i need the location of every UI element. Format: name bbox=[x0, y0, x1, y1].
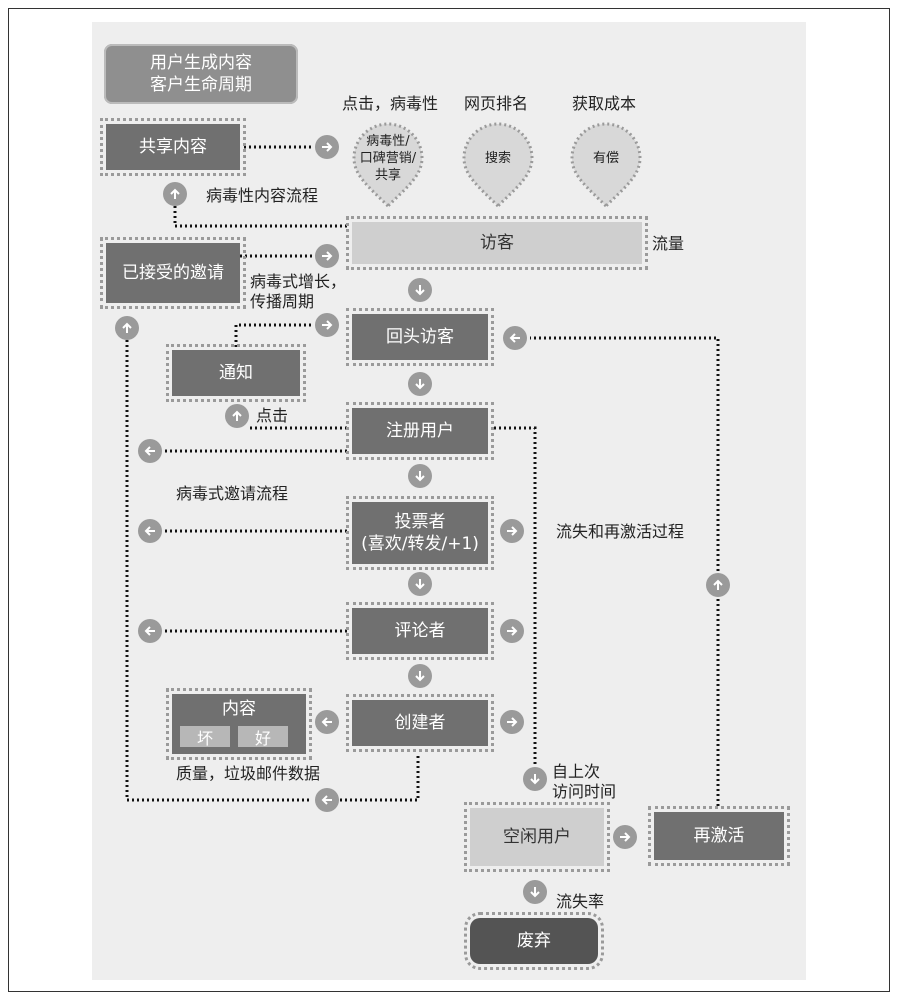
viral-growth-label-line1: 病毒式增长， bbox=[250, 272, 347, 291]
arrow-left-icon bbox=[315, 788, 339, 812]
bad-chip: 坏 bbox=[180, 726, 230, 748]
notification-label: 通知 bbox=[219, 363, 253, 383]
visitor-box: 访客 bbox=[346, 216, 648, 270]
idle-user-box: 空闲用户 bbox=[464, 802, 610, 872]
search-drop-shape bbox=[462, 122, 534, 209]
return-visitor-box: 回头访客 bbox=[346, 308, 494, 366]
connector-creator-to-loop bbox=[340, 755, 420, 802]
content-label: 内容 bbox=[222, 699, 256, 719]
connector-register-to-idle bbox=[494, 426, 537, 765]
arrow-left-icon bbox=[138, 619, 162, 643]
arrow-down-icon bbox=[408, 464, 432, 488]
share-content-box: 共享内容 bbox=[100, 118, 246, 176]
viral-drop-text: 病毒性/ 口碑营销/ 共享 bbox=[352, 133, 424, 184]
share-content-label: 共享内容 bbox=[139, 137, 207, 157]
paid-drop-text: 有偿 bbox=[592, 151, 619, 166]
title-line1: 用户生成内容 bbox=[150, 53, 252, 73]
paid-heading: 获取成本 bbox=[572, 94, 637, 113]
idle-user-label: 空闲用户 bbox=[503, 827, 571, 847]
abandon-box: 废弃 bbox=[464, 912, 604, 970]
arrow-right-icon bbox=[315, 244, 339, 268]
arrow-right-icon bbox=[613, 825, 637, 849]
connector-invite-loop bbox=[125, 340, 312, 802]
churn-reactivation-label: 流失和再激活过程 bbox=[556, 522, 685, 541]
voter-sublabel: (喜欢/转发/+1) bbox=[361, 534, 479, 554]
title-badge: 用户生成内容 客户生命周期 bbox=[104, 44, 298, 104]
arrow-left-icon bbox=[315, 710, 339, 734]
creator-label: 创建者 bbox=[394, 713, 446, 733]
connector-notice-to-return bbox=[234, 323, 312, 352]
commenter-box: 评论者 bbox=[346, 602, 494, 660]
accepted-invites-label: 已接受的邀请 bbox=[122, 263, 224, 283]
search-drop-text: 搜索 bbox=[484, 151, 511, 166]
viral-heading: 点击，病毒性 bbox=[342, 94, 439, 113]
return-visitor-label: 回头访客 bbox=[386, 327, 454, 347]
registered-user-box: 注册用户 bbox=[346, 402, 494, 460]
arrow-right-icon bbox=[500, 619, 524, 643]
arrow-right-icon bbox=[500, 710, 524, 734]
arrow-left-icon bbox=[503, 326, 527, 350]
arrow-up-icon bbox=[115, 316, 139, 340]
arrow-down-icon bbox=[408, 664, 432, 688]
since-last-visit-line2: 访问时间 bbox=[552, 782, 617, 801]
arrow-right-icon bbox=[500, 519, 524, 543]
abandon-label: 废弃 bbox=[517, 931, 551, 951]
voter-label: 投票者 bbox=[394, 512, 446, 532]
figure-frame bbox=[8, 8, 890, 992]
viral-content-flow-label: 病毒性内容流程 bbox=[206, 186, 319, 205]
churn-rate-label: 流失率 bbox=[556, 892, 605, 911]
arrow-down-icon bbox=[408, 278, 432, 302]
connector-reactivate-to-return bbox=[530, 336, 720, 806]
notification-box: 通知 bbox=[166, 344, 306, 402]
search-heading: 网页排名 bbox=[464, 94, 529, 113]
good-chip: 好 bbox=[238, 726, 288, 748]
viral-drop-line3: 共享 bbox=[374, 168, 401, 183]
creator-box: 创建者 bbox=[346, 694, 494, 752]
click-label: 点击 bbox=[256, 406, 289, 425]
paid-drop-shape bbox=[570, 122, 642, 209]
arrow-down-icon bbox=[523, 880, 547, 904]
viral-drop-shape bbox=[352, 122, 424, 209]
arrow-left-icon bbox=[138, 519, 162, 543]
arrow-down-icon bbox=[408, 372, 432, 396]
registered-user-label: 注册用户 bbox=[386, 421, 454, 441]
since-last-visit-line1: 自上次 bbox=[552, 762, 601, 781]
arrow-up-icon bbox=[225, 404, 249, 428]
arrow-up-icon bbox=[163, 182, 187, 206]
reactivate-box: 再激活 bbox=[648, 806, 790, 866]
traffic-label: 流量 bbox=[652, 234, 685, 253]
arrow-down-icon bbox=[523, 767, 547, 791]
arrow-down-icon bbox=[408, 572, 432, 596]
viral-growth-label-line2: 传播周期 bbox=[250, 292, 315, 311]
reactivate-label: 再激活 bbox=[693, 826, 745, 846]
arrow-right-icon bbox=[315, 313, 339, 337]
accepted-invites-box: 已接受的邀请 bbox=[100, 237, 246, 309]
title-line2: 客户生命周期 bbox=[150, 75, 252, 95]
visitor-label: 访客 bbox=[480, 233, 514, 253]
connector-visitor-to-share bbox=[173, 206, 350, 228]
viral-drop-line1: 病毒性/ bbox=[366, 134, 410, 149]
viral-drop-line2: 口碑营销/ bbox=[359, 151, 417, 166]
voter-box: 投票者 (喜欢/转发/+1) bbox=[346, 496, 494, 570]
arrow-left-icon bbox=[138, 439, 162, 463]
viral-invite-flow-label: 病毒式邀请流程 bbox=[176, 484, 289, 503]
arrow-right-icon bbox=[315, 135, 339, 159]
commenter-label: 评论者 bbox=[394, 621, 446, 641]
quality-spam-label: 质量，垃圾邮件数据 bbox=[176, 764, 321, 783]
arrow-up-icon bbox=[706, 573, 730, 597]
